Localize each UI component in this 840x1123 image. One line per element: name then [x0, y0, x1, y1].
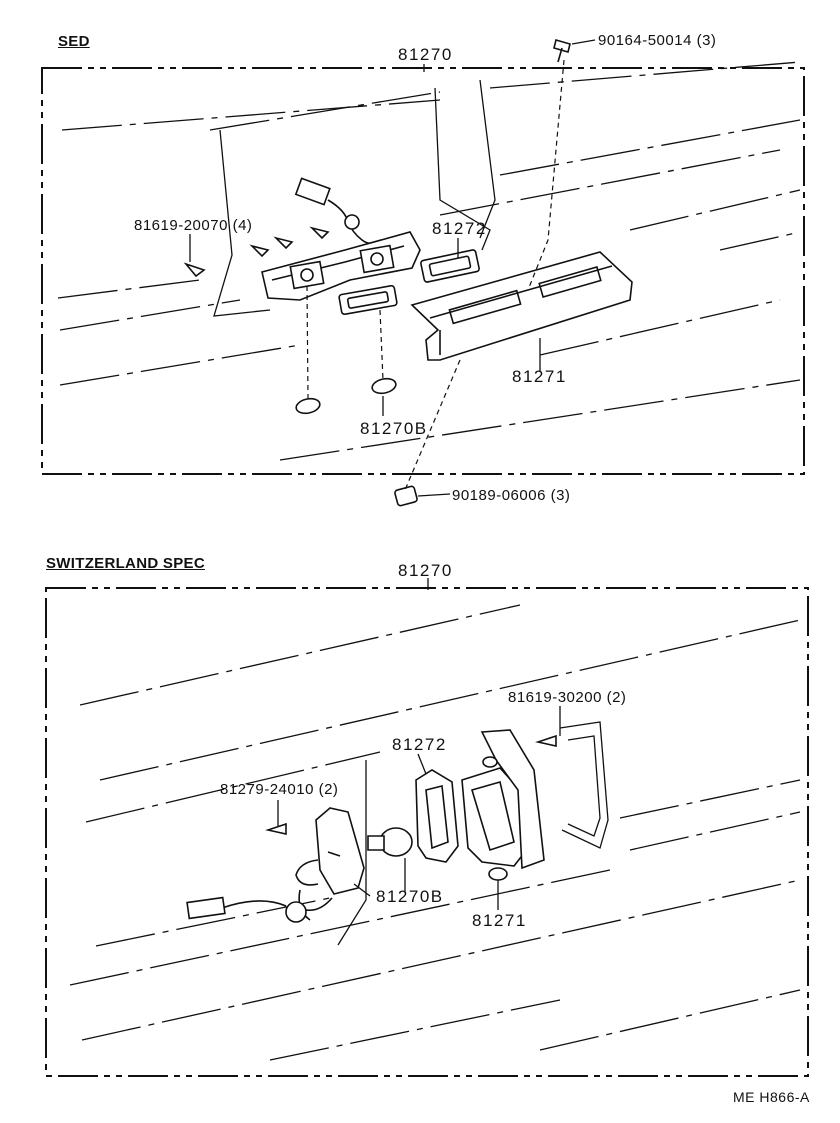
- sed-assembly-drawing: [42, 40, 804, 506]
- label-sed-81619-20070: 81619-20070 (4): [134, 217, 253, 234]
- section-title-sed: SED: [58, 33, 90, 50]
- switzerland-screws: [268, 736, 556, 834]
- switzerland-leader-lines: [278, 578, 560, 910]
- sed-frame: [42, 68, 804, 474]
- sed-assembly-lines: [307, 60, 564, 490]
- label-sw-81270: 81270: [398, 561, 453, 580]
- label-sed-90189-06006: 90189-06006 (3): [452, 487, 571, 504]
- switzerland-assembly-drawing: [46, 578, 808, 1076]
- switzerland-body-lines: [70, 605, 800, 1060]
- sed-screws: [186, 40, 570, 276]
- label-sw-81271: 81271: [472, 911, 527, 930]
- sed-bulbs: [295, 377, 397, 416]
- sed-wire-harness: [296, 178, 390, 243]
- label-sw-81270b: 81270B: [376, 887, 444, 906]
- label-sw-81619-30200: 81619-30200 (2): [508, 689, 627, 706]
- label-sed-81270: 81270: [398, 45, 453, 64]
- label-sed-81272: 81272: [432, 219, 487, 238]
- sed-lamp-housing: [262, 232, 480, 315]
- figure-code: ME H866-A: [733, 1089, 810, 1105]
- switzerland-housing: [462, 730, 544, 880]
- switzerland-gasket: [416, 770, 458, 862]
- label-sw-81272: 81272: [392, 735, 447, 754]
- switzerland-socket: [187, 808, 364, 922]
- label-sed-81271: 81271: [512, 367, 567, 386]
- label-sw-81279-24010: 81279-24010 (2): [220, 781, 339, 798]
- section-title-switzerland: SWITZERLAND SPEC: [46, 555, 205, 572]
- sed-leader-lines: [190, 40, 595, 496]
- sed-lens: [412, 252, 632, 360]
- switzerland-bulb: [368, 828, 412, 856]
- switzerland-frame: [46, 588, 808, 1076]
- sed-body-lines: [58, 62, 800, 460]
- label-sed-90164-50014: 90164-50014 (3): [598, 32, 717, 49]
- sed-clip-nut: [394, 486, 417, 507]
- label-sed-81270b: 81270B: [360, 419, 428, 438]
